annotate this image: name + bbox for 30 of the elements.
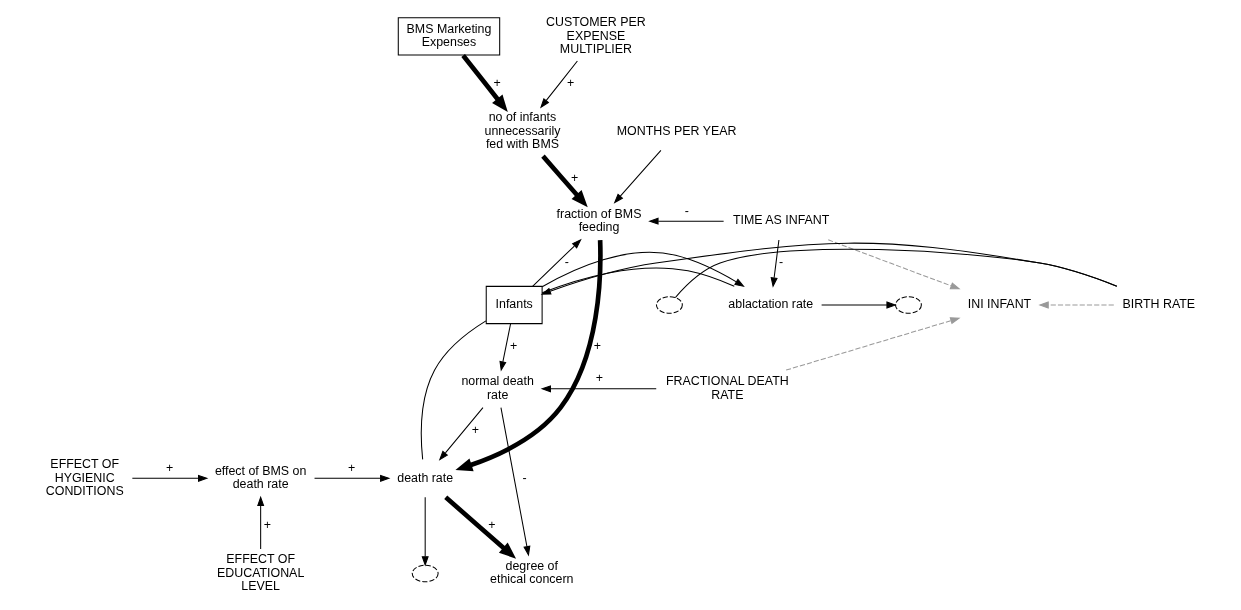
node-text: no of infants unnecessarily fed with BMS [484,110,561,152]
node-text: TIME AS INFANT [732,213,830,228]
node-text: ablactation rate [728,297,814,312]
edge-label: + [595,371,603,386]
edge-label: + [510,339,518,354]
edge-label: + [348,460,356,475]
node-text: MONTHS PER YEAR [616,123,737,138]
node-text: INI INFANT [967,297,1032,312]
edge-label: - [684,203,689,218]
node-text: degree of ethical concern [490,559,574,587]
node-text: EFFECT OF EDUCATIONAL LEVEL [216,552,305,594]
node-text: effect of BMS on death rate [214,463,307,492]
node-text: fraction of BMS feeding [556,206,642,235]
edge-label: + [471,422,479,437]
node-text: death rate [397,470,454,485]
edge-label: + [566,76,575,91]
edge-label: - [522,470,527,485]
edge-label: + [571,171,579,186]
node-text: EFFECT OF HYGIENIC CONDITIONS [45,457,124,498]
edge-label: - [564,255,570,270]
edge-label: + [493,76,501,91]
node-text: FRACTIONAL DEATH RATE [665,374,789,402]
edge-label: + [263,518,271,533]
node-text: CUSTOMER PER EXPENSE MULTIPLIER [546,15,646,57]
node-text: normal death rate [461,374,534,402]
edge-label: + [593,339,602,354]
edge-label: - [779,255,784,270]
node-text: BIRTH RATE [1122,297,1196,312]
edge-label: + [165,460,174,475]
edge-label: + [488,518,496,533]
